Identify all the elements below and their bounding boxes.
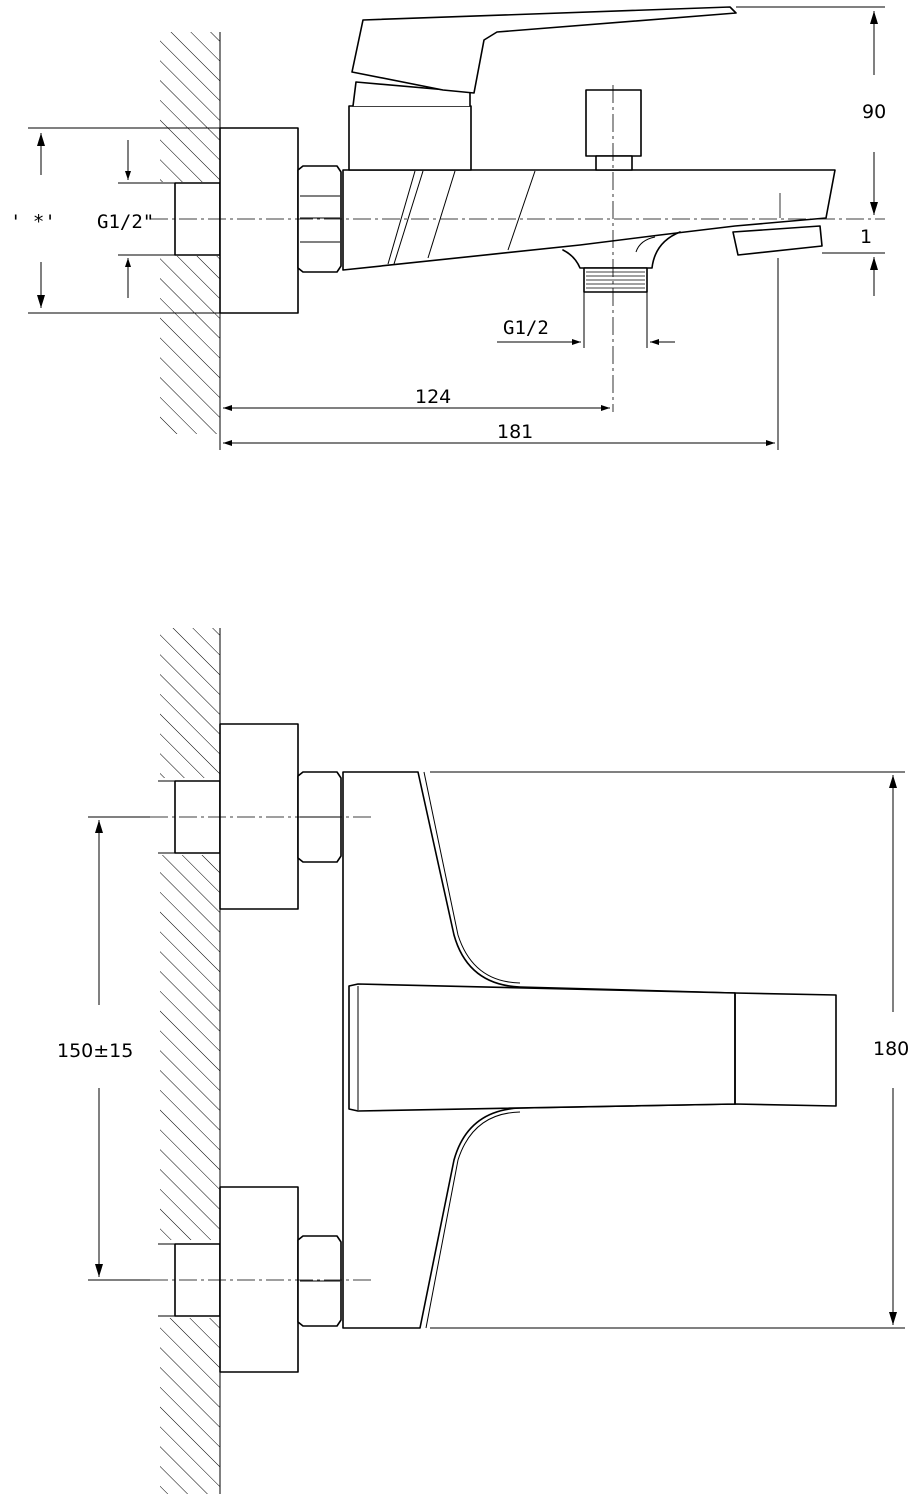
thread-outlet-label: G1/2 <box>503 317 549 339</box>
inlet-mark-label: ' *' <box>10 211 56 233</box>
mixer-body-side <box>342 169 836 271</box>
outlet-spout <box>562 231 681 348</box>
thread-inlet-label: G1/2" <box>97 211 154 233</box>
diverter-knob <box>585 89 642 171</box>
thread-inlet-dimension: G1/2" <box>97 140 160 298</box>
height-top-label: 90 <box>862 101 886 123</box>
length-total-dimension: 181 <box>223 421 775 446</box>
center-distance-dimension: 150±15 <box>57 820 133 1277</box>
body-height-dimension: 180 <box>873 775 909 1325</box>
wall-hatch-bottom <box>160 628 221 1494</box>
wall-hatch-top <box>160 32 221 434</box>
front-view: 150±15 180 <box>57 628 909 1494</box>
inlet-mark-dimension: ' *' <box>10 133 56 308</box>
height-top-dimension: 90 <box>862 11 886 215</box>
offset-dimension: 1 <box>860 226 878 296</box>
length-outlet-label: 124 <box>415 386 451 408</box>
center-distance-label: 150±15 <box>57 1040 133 1062</box>
body-height-label: 180 <box>873 1038 909 1060</box>
wall-flange <box>219 127 299 314</box>
cartridge-housing <box>348 81 472 171</box>
lever-handle-side <box>351 6 737 94</box>
lever-handle-front <box>348 983 736 1112</box>
aerator <box>732 225 823 256</box>
length-outlet-dimension: 124 <box>223 386 610 411</box>
offset-label: 1 <box>860 226 872 248</box>
length-total-label: 181 <box>497 421 533 443</box>
lower-inlet <box>158 1186 342 1373</box>
thread-outlet-dimension: G1/2 <box>497 317 675 345</box>
side-view: ' *' G1/2" 90 1 G1/2 <box>10 6 886 450</box>
